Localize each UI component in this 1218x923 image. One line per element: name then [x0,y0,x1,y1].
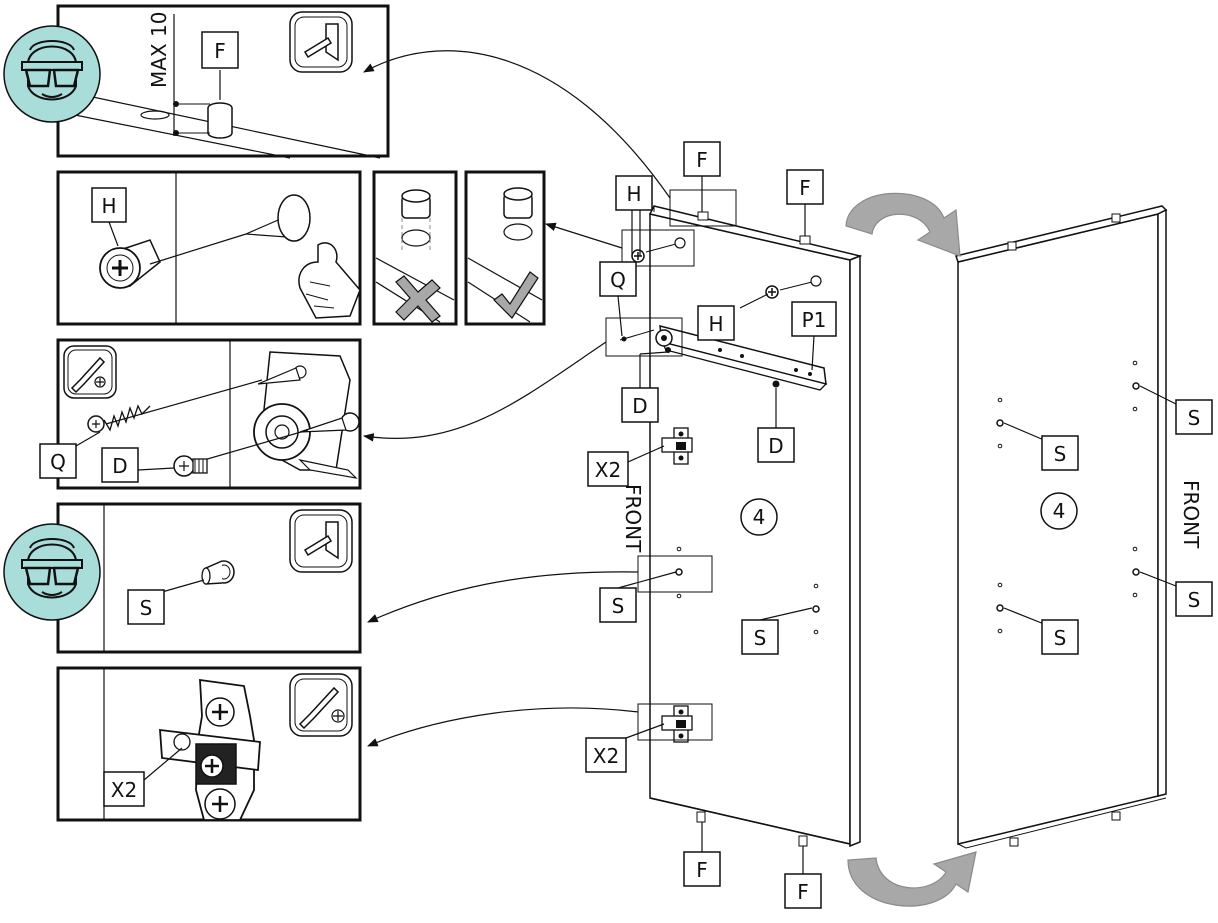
rotate-arrow-top-icon [845,192,961,257]
phillips-screwdriver-icon [289,673,353,737]
label-d: D [768,434,783,458]
back-panel-labels: S S S S [1003,385,1213,655]
label-front: FRONT [1179,480,1203,549]
label-q: Q [50,450,66,474]
phillips-screwdriver-icon [63,345,117,399]
finger-press-icon [298,242,361,319]
label-h: H [626,182,641,206]
label-f: F [214,39,226,63]
label-x2: X2 [595,458,621,482]
cross-mark-icon [395,275,441,323]
detail-panel-pin-s: S [56,502,362,654]
detail-panel-pin-f: F MAX 10 [56,4,390,159]
label-f: F [696,858,708,882]
callout-frames [605,189,737,741]
leader-lines [362,50,671,747]
label-max-10: MAX 10 [147,12,171,88]
main-panel-back: 4 FRONT [955,205,1203,849]
hammer-icon [289,11,353,73]
detail-panel-wrong [372,170,458,326]
hinge-plate-icon [159,678,261,821]
label-s: S [1188,406,1201,430]
detail-panel-cam-h: H [56,170,362,326]
label-f: F [799,176,811,200]
label-s: S [1054,626,1067,650]
label-f: F [797,880,809,904]
label-x2: X2 [111,778,137,802]
label-s: S [1054,442,1067,466]
label-s: S [1188,588,1201,612]
label-d: D [632,394,647,418]
euro-screw-icon [173,455,208,477]
label-front: FRONT [621,484,645,553]
dowel-pin-icon [207,102,233,139]
cam-lock-icon [765,285,779,299]
step-number: 4 [753,505,766,529]
label-x2: X2 [593,744,619,768]
hinge-plate-icon [661,427,693,465]
label-s: S [754,626,767,650]
detail-panel-screws-q-d: Q D [39,338,362,490]
check-mark-icon [493,271,539,319]
label-s: S [612,594,625,618]
main-panel-labels: F F H Q H P1 D D X2 S S X [585,141,837,909]
label-f: F [696,148,708,172]
safety-goggles-icon [3,523,101,621]
detail-panel-right [464,170,546,326]
cam-lock-icon [631,249,645,263]
step-number: 4 [1053,499,1066,523]
label-d: D [112,454,127,478]
label-q: Q [610,268,626,292]
detail-panel-hinge-x2: X2 [56,666,362,822]
hinge-plate-icon [661,705,693,743]
hammer-icon [289,509,353,573]
rotate-arrow-bottom-icon [847,851,977,907]
label-s: S [140,596,153,620]
label-p1: P1 [802,308,827,332]
label-h: H [101,194,116,218]
cam-lock-icon [99,239,161,289]
label-h: H [708,312,723,336]
wood-screw-icon [87,404,151,433]
safety-goggles-icon [3,25,101,123]
